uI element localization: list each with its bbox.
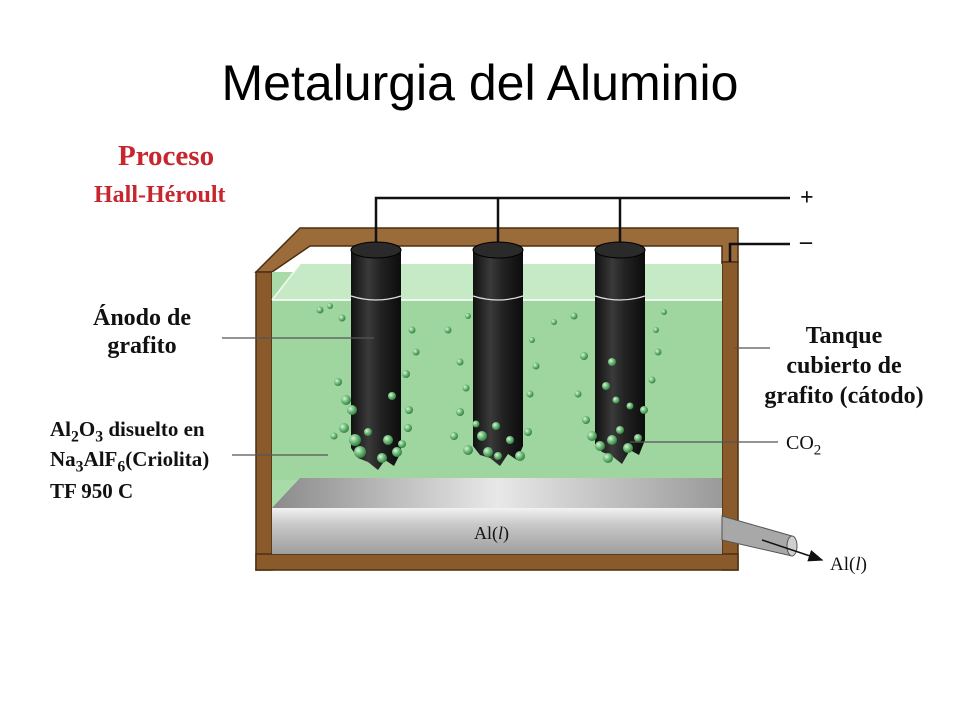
electrolyte-label: Al2O3 disuelto en Na3AlF6(Criolita) TF 9… <box>50 417 210 503</box>
aluminum-output-label: Al(l) <box>830 554 867 575</box>
process-subtitle: Hall-Héroult <box>94 182 226 208</box>
tank-cathode-label: Tanque cubierto de grafito (cátodo) <box>764 323 924 409</box>
slide-title: Metalurgia del Aluminio <box>221 55 739 111</box>
aluminum-liquid-label: Al(l) <box>474 523 510 543</box>
power-wires <box>374 196 790 262</box>
anode-1 <box>350 241 402 470</box>
anode-2 <box>472 241 524 466</box>
anode-label: Ánodo de grafito <box>92 305 192 359</box>
co2-label: CO2 <box>786 432 822 459</box>
graphite-anodes <box>350 241 646 470</box>
aluminum-outlet-arrow <box>761 539 824 562</box>
process-title: Proceso <box>118 140 215 172</box>
positive-terminal-label: + <box>800 185 814 211</box>
anode-3 <box>594 241 646 464</box>
liquid-aluminum-layer <box>272 478 798 557</box>
negative-terminal-label: – <box>800 229 812 255</box>
co2-bubbles <box>316 303 667 463</box>
leader-lines <box>222 337 778 456</box>
